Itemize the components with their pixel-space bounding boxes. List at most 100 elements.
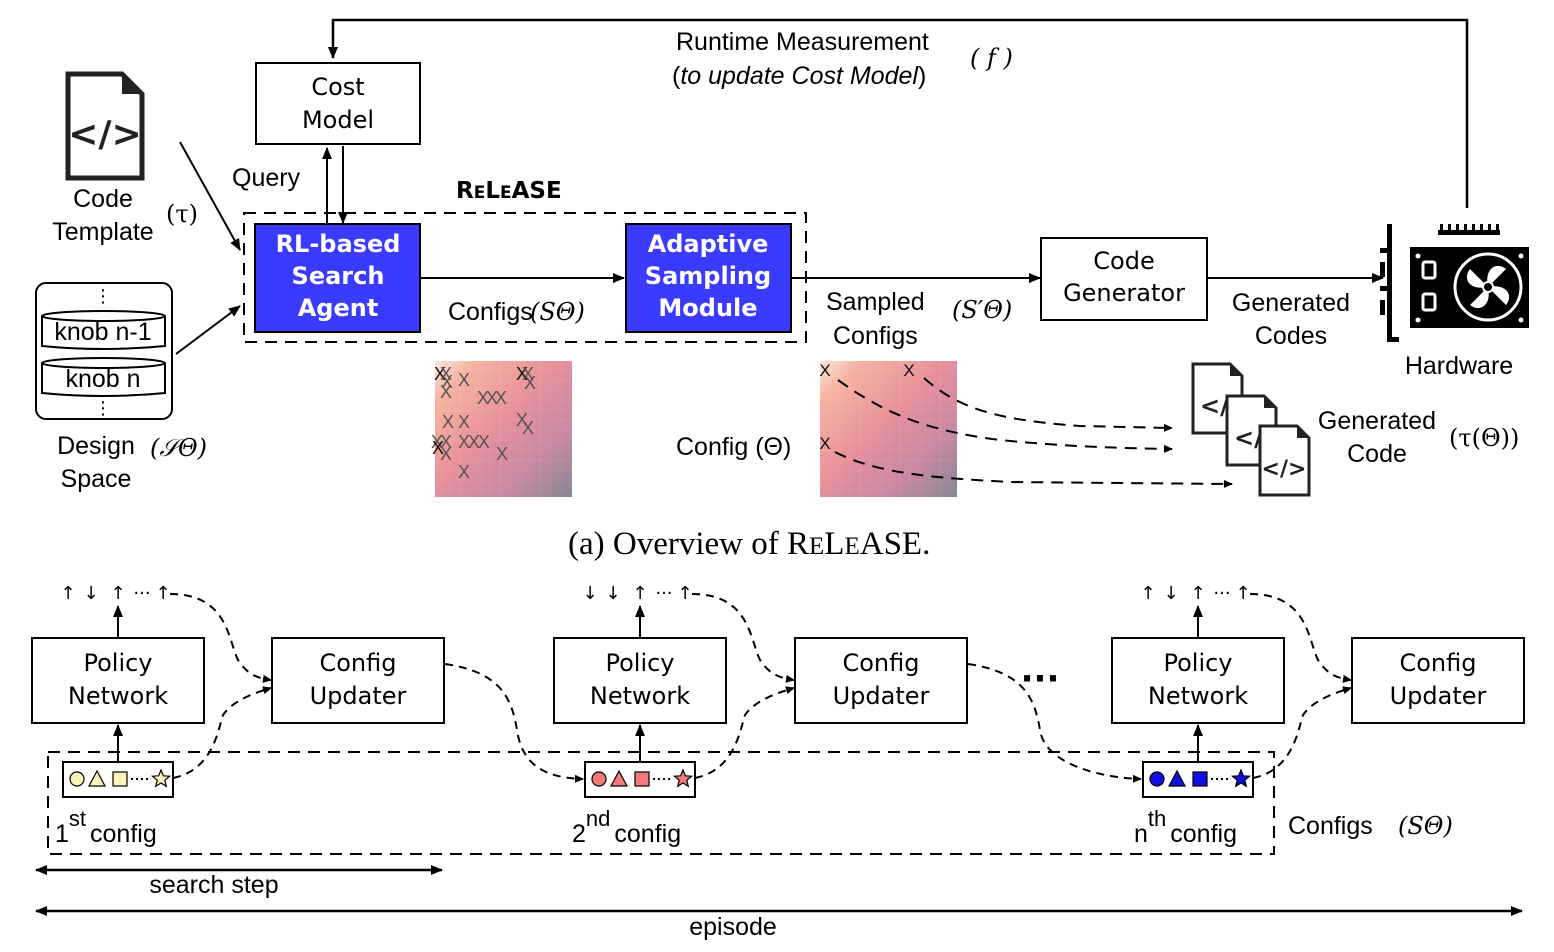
search-step: PolicyNetworkConfigUpdater↑↓↑···↑1stconf… bbox=[31, 583, 584, 848]
star-knob-icon bbox=[672, 768, 694, 788]
configs-symbol: (SΘ) bbox=[530, 298, 585, 326]
triangle-knob-icon bbox=[1168, 769, 1186, 787]
design-space-symbol: (𝒮Θ) bbox=[150, 434, 207, 462]
config-updater-line2: Updater bbox=[1390, 682, 1487, 710]
config-marker: X bbox=[495, 388, 507, 408]
rl-search-agent-box[interactable]: RL-based Search Agent bbox=[254, 223, 421, 333]
sampled-configs-line1: Sampled bbox=[826, 288, 925, 316]
runtime-feedback-arrow bbox=[328, 18, 1469, 208]
circle-knob-icon bbox=[1149, 771, 1165, 787]
cost-model-box[interactable]: Cost Model bbox=[255, 62, 421, 145]
design-space-to-agent-arrow bbox=[175, 305, 241, 355]
config-marker: X bbox=[458, 370, 470, 390]
action-glyph: ↑ bbox=[1140, 583, 1155, 604]
config-to-updater-arrow bbox=[694, 686, 795, 779]
design-space-line1: Design bbox=[57, 432, 135, 460]
adaptive-sampling-module-box[interactable]: Adaptive Sampling Module bbox=[625, 223, 792, 333]
sampled-config-marker: X bbox=[903, 361, 914, 380]
config-ordinal-label: 2ndconfig bbox=[572, 806, 681, 848]
triangle-knob-icon bbox=[610, 769, 628, 787]
code-template-line1: Code bbox=[73, 185, 133, 213]
code-template-symbol: (τ) bbox=[166, 200, 198, 228]
config-marker: X bbox=[516, 410, 528, 430]
config-marker: X bbox=[522, 418, 534, 438]
config-marker: X bbox=[440, 432, 452, 452]
configs-label: Configs bbox=[448, 298, 533, 326]
config-marker: X bbox=[431, 432, 443, 452]
config-vector[interactable] bbox=[1142, 761, 1254, 798]
action-glyph: ↑ bbox=[1190, 583, 1205, 604]
config-updater-line1: Config bbox=[842, 649, 919, 677]
config-vector[interactable] bbox=[584, 761, 696, 798]
sampled-config-marker: X bbox=[819, 434, 830, 453]
feedback-symbol: ( f ) bbox=[970, 44, 1013, 72]
steps-ellipsis: ··· bbox=[1021, 659, 1060, 699]
config-updater-line2: Updater bbox=[833, 682, 930, 710]
config-marker: X bbox=[478, 432, 490, 452]
rl-agent-line3: Agent bbox=[298, 294, 379, 322]
search-step: PolicyNetworkConfigUpdater↑↓↑···↑nthconf… bbox=[1111, 583, 1525, 848]
sampled-configs-symbol: (S′Θ) bbox=[952, 296, 1012, 324]
star-knob-icon bbox=[1230, 768, 1252, 788]
action-glyph: ↓ bbox=[605, 583, 620, 604]
search-step: PolicyNetworkConfigUpdater↓↓↑···↑2ndconf… bbox=[553, 583, 1142, 848]
code-generator-box[interactable]: Code Generator bbox=[1040, 237, 1208, 321]
episode-label: episode bbox=[689, 913, 777, 941]
configs-container bbox=[47, 751, 1275, 855]
action-glyph: ··· bbox=[655, 583, 672, 604]
knob-cylinder[interactable]: knob n-1 bbox=[41, 310, 166, 350]
generated-codes-line2: Codes bbox=[1255, 322, 1327, 350]
triangle-knob-icon bbox=[88, 769, 106, 787]
config-marker: X bbox=[496, 444, 508, 464]
sampler-line1: Adaptive bbox=[648, 230, 769, 258]
generated-code-line1: Generated bbox=[1318, 407, 1436, 435]
cost-model-line1: Cost bbox=[311, 73, 364, 101]
template-to-agent-arrow bbox=[179, 141, 241, 251]
config-vector[interactable] bbox=[62, 761, 174, 798]
config-marker: X bbox=[442, 412, 454, 432]
svg-text:</: </ bbox=[1200, 392, 1229, 420]
config-updater-line2: Updater bbox=[310, 682, 407, 710]
square-knob-icon bbox=[634, 771, 650, 787]
config-marker: X bbox=[524, 373, 536, 393]
action-glyph: ↓ bbox=[83, 583, 98, 604]
config-marker: X bbox=[440, 364, 452, 384]
code-template-line2: Template bbox=[52, 218, 153, 246]
policy-network-line2: Network bbox=[1148, 682, 1248, 710]
knob-label: knob n bbox=[65, 365, 140, 393]
query-label: Query bbox=[232, 164, 301, 192]
action-glyph: ↑ bbox=[1235, 583, 1250, 604]
config-marker: X bbox=[486, 388, 498, 408]
sampler-line2: Sampling bbox=[645, 262, 771, 290]
updater-to-next-config-arrow bbox=[967, 663, 1142, 783]
action-glyph: ↑ bbox=[60, 583, 75, 604]
generated-code-file-icon: </> bbox=[1258, 424, 1311, 497]
generated-code-line2: Code bbox=[1347, 440, 1407, 468]
svg-text:</: </ bbox=[1234, 424, 1263, 452]
rl-agent-line1: RL-based bbox=[276, 230, 401, 258]
config-ordinal-label: nthconfig bbox=[1134, 806, 1237, 848]
svg-text:⋮: ⋮ bbox=[94, 398, 112, 419]
config-marker: X bbox=[458, 432, 470, 452]
knob-cylinder[interactable]: knob n bbox=[41, 357, 166, 397]
config-marker: X bbox=[458, 412, 470, 432]
config-ordinal-label: 1stconfig bbox=[55, 806, 157, 848]
config-marker: X bbox=[458, 462, 470, 482]
cost-model-line2: Model bbox=[302, 106, 374, 134]
sampled-configs-line2: Configs bbox=[833, 322, 918, 350]
action-glyph: ↑ bbox=[677, 583, 692, 604]
rl-agent-line2: Search bbox=[292, 262, 385, 290]
action-glyph: ↓ bbox=[582, 583, 597, 604]
config-updater-line1: Config bbox=[1399, 649, 1476, 677]
